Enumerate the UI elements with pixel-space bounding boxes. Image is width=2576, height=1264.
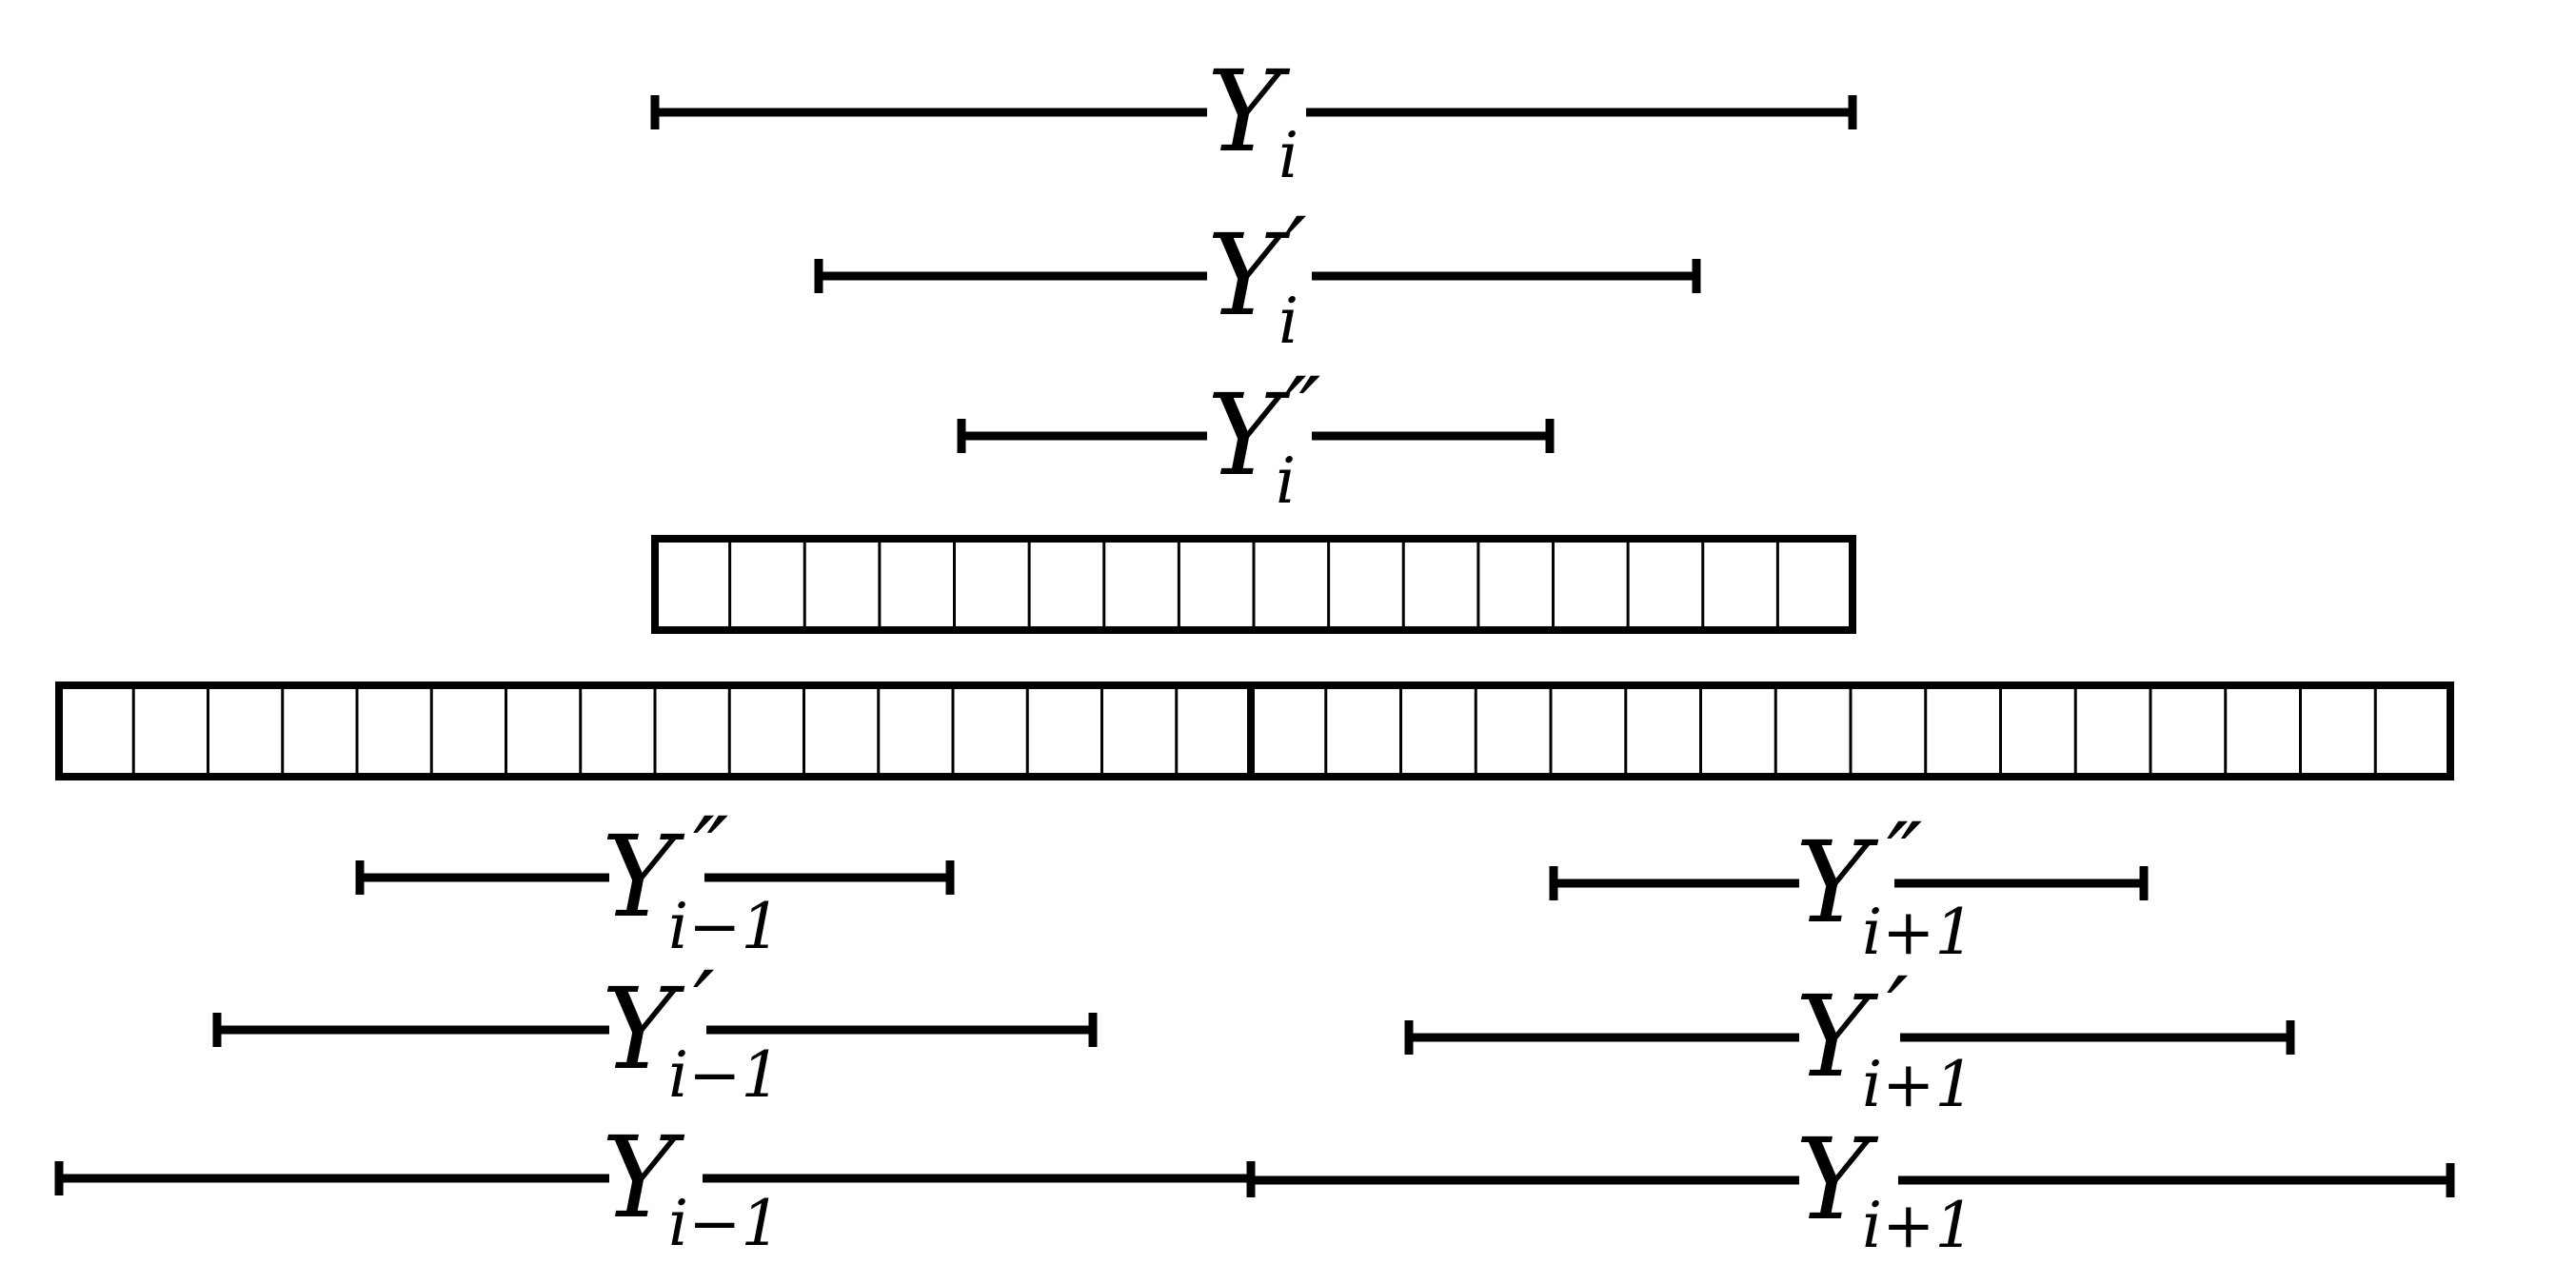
label-y-ip1-subscript: i+1 (1862, 1189, 1974, 1262)
label-y-i-prime-subscript: i (1278, 285, 1298, 358)
label-y-i-dprime-subscript: i (1276, 444, 1296, 518)
label-y-im1-prime-symbol: Y (602, 963, 685, 1095)
label-y-i-symbol: Y (1207, 46, 1291, 177)
block-single-grid (651, 535, 1856, 634)
interval-y-i-dprime: Y ″ i (957, 357, 1555, 518)
label-y-ip1-prime-symbol: Y (1795, 971, 1879, 1102)
interval-y-ip1: Y i+1 (1246, 1114, 2455, 1262)
interval-y-i: Y i (650, 46, 1857, 192)
label-y-ip1-dprime-symbol: Y (1795, 817, 1879, 948)
label-y-i-dprime-mark: ″ (1285, 357, 1320, 468)
interval-y-im1-prime: Y ′ i−1 (212, 951, 1098, 1112)
label-y-im1-subscript: i−1 (668, 1187, 781, 1260)
interval-y-im1: Y i−1 (54, 1112, 1256, 1260)
label-y-i-subscript: i (1278, 119, 1298, 192)
block-double-grid (55, 681, 2454, 780)
label-y-ip1-symbol: Y (1795, 1114, 1879, 1245)
label-y-im1-dprime-symbol: Y (602, 811, 685, 942)
interval-y-im1-dprime: Y ″ i−1 (355, 797, 955, 963)
label-y-i-dprime-symbol: Y (1207, 369, 1291, 501)
label-y-ip1-prime-mark: ′ (1887, 957, 1909, 1068)
label-y-im1-dprime-mark: ″ (693, 797, 728, 908)
interval-y-ip1-prime: Y ′ i+1 (1404, 957, 2295, 1121)
label-y-ip1-dprime-subscript: i+1 (1862, 896, 1974, 969)
label-y-i-prime-mark: ′ (1285, 197, 1307, 308)
label-y-im1-prime-mark: ′ (693, 951, 715, 1062)
label-y-ip1-prime-subscript: i+1 (1862, 1048, 1974, 1121)
interval-y-ip1-dprime: Y ″ i+1 (1549, 802, 2149, 969)
label-y-ip1-dprime-mark: ″ (1887, 802, 1922, 914)
interval-y-i-prime: Y ′ i (814, 197, 1701, 358)
label-y-im1-prime-subscript: i−1 (668, 1038, 781, 1112)
label-y-i-prime-symbol: Y (1207, 209, 1291, 341)
label-y-im1-symbol: Y (602, 1112, 685, 1243)
label-y-im1-dprime-subscript: i−1 (668, 890, 781, 963)
